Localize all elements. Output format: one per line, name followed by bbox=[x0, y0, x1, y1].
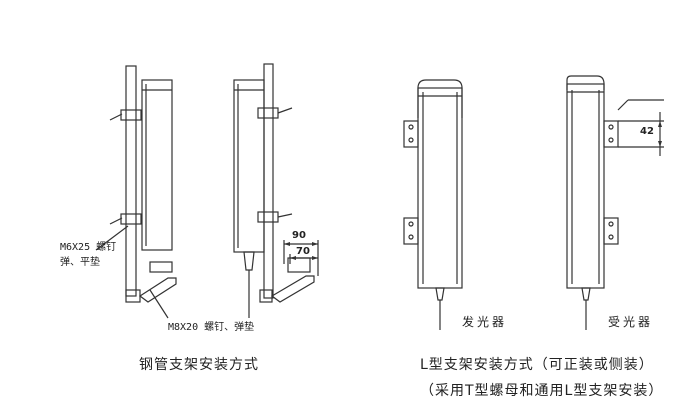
dimension-90: 90 bbox=[292, 230, 306, 241]
screw-label-m6x25: M6X25 螺钉 bbox=[60, 242, 117, 253]
l-bracket-subcaption: （采用T型螺母和通用L型支架安装） bbox=[420, 383, 664, 399]
pipe-mount-view-2 bbox=[233, 63, 319, 318]
screw-label-m8x20: M8X20 螺钉、弹垫 bbox=[168, 322, 255, 333]
washer-label: 弹、平垫 bbox=[60, 257, 100, 268]
dimension-70: 70 bbox=[296, 246, 310, 257]
receiver-drawing bbox=[566, 75, 664, 330]
emitter-drawing bbox=[403, 79, 463, 330]
l-bracket-caption: L型支架安装方式（可正装或侧装） bbox=[420, 357, 654, 373]
emitter-label: 发光器 bbox=[462, 315, 508, 329]
pipe-mount-caption: 钢管支架安装方式 bbox=[139, 357, 259, 373]
receiver-label: 受光器 bbox=[608, 315, 654, 329]
pipe-mount-view-1 bbox=[95, 65, 177, 319]
dimension-42: 42 bbox=[640, 126, 654, 137]
